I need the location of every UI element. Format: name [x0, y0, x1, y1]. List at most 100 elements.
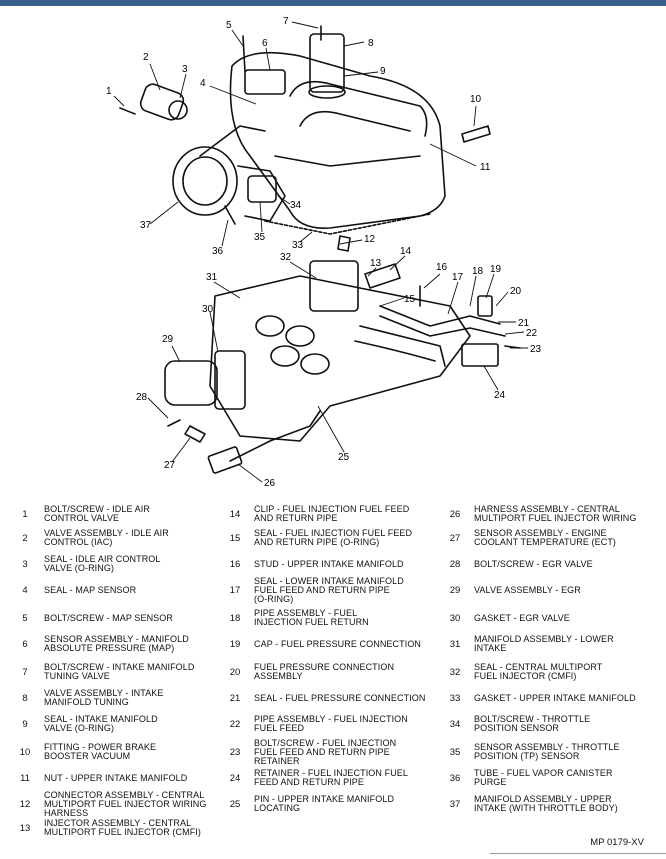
callout-25: 25: [338, 452, 350, 463]
legend-entry: 28 BOLT/SCREW - EGR VALVE: [444, 550, 654, 578]
legend-num: 35: [449, 746, 461, 758]
legend-num: 1: [22, 508, 28, 520]
callout-9: 9: [380, 66, 386, 77]
legend-text: SEAL - IDLE AIR CONTROL VALVE (O-RING): [44, 554, 161, 573]
callout-5: 5: [226, 20, 232, 31]
legend-num: 25: [229, 798, 241, 810]
legend-entry: 27 SENSOR ASSEMBLY - ENGINE COOLANT TEMPE…: [444, 524, 654, 552]
brake-fitting: [461, 125, 491, 143]
map-sensor: [244, 69, 286, 95]
lower-intake-manifold: [209, 275, 471, 442]
callout-21: 21: [518, 318, 530, 329]
callout-13: 13: [370, 258, 382, 269]
legend-text: BOLT/SCREW - MAP SENSOR: [44, 612, 173, 623]
legend-text: BOLT/SCREW - EGR VALVE: [474, 558, 593, 569]
bottom-divider: [490, 853, 666, 854]
legend-entry: 5 BOLT/SCREW - MAP SENSOR: [14, 604, 224, 632]
legend-text: STUD - UPPER INTAKE MANIFOLD: [254, 558, 404, 569]
legend-num: 21: [229, 692, 241, 704]
legend-num: 11: [20, 772, 30, 784]
legend-num: 5: [22, 612, 28, 624]
callout-12: 12: [364, 234, 376, 245]
legend-num: 10: [19, 746, 31, 758]
callout-23: 23: [530, 344, 542, 355]
legend-num: 12: [19, 798, 31, 810]
legend-text: SEAL - MAP SENSOR: [44, 584, 137, 595]
legend-text: FITTING - POWER BRAKE BOOSTER VACUUM: [44, 742, 157, 761]
legend-num: 27: [449, 532, 461, 544]
legend-text: FUEL PRESSURE CONNECTION ASSEMBLY: [254, 662, 395, 681]
legend-num: 28: [449, 558, 461, 570]
legend-num: 4: [22, 584, 28, 596]
legend-text: SENSOR ASSEMBLY - ENGINE COOLANT TEMPERA…: [474, 528, 617, 547]
legend-text: BOLT/SCREW - THROTTLE POSITION SENSOR: [474, 714, 591, 733]
legend-text: VALVE ASSEMBLY - IDLE AIR CONTROL (IAC): [44, 528, 169, 547]
legend-text: SEAL - FUEL PRESSURE CONNECTION: [254, 692, 426, 703]
callout-28: 28: [136, 392, 148, 403]
legend-text: SENSOR ASSEMBLY - MANIFOLD ABSOLUTE PRES…: [44, 634, 189, 653]
legend-entry: 20 FUEL PRESSURE CONNECTION ASSEMBLY: [224, 658, 444, 686]
legend-num: 29: [449, 584, 461, 596]
legend-num: 23: [229, 746, 241, 758]
callout-30: 30: [202, 304, 214, 315]
callout-6: 6: [262, 38, 268, 49]
legend-text: PIN - UPPER INTAKE MANIFOLD LOCATING: [254, 794, 395, 813]
callout-10: 10: [470, 94, 482, 105]
callout-37: 37: [140, 220, 152, 231]
callout-35: 35: [254, 232, 266, 243]
callout-16: 16: [436, 262, 448, 273]
legend-entry: 21 SEAL - FUEL PRESSURE CONNECTION: [224, 684, 444, 712]
throttle-body: [172, 146, 238, 216]
callout-7: 7: [283, 16, 289, 27]
legend-text: MANIFOLD ASSEMBLY - LOWER INTAKE: [474, 634, 614, 653]
legend-num: 20: [229, 666, 241, 678]
callout-22: 22: [526, 328, 538, 339]
legend-num: 17: [229, 584, 241, 596]
figure-code: MP 0179-XV: [590, 837, 644, 848]
legend-entry: 23 BOLT/SCREW - FUEL INJECTION FUEL FEED …: [224, 738, 444, 766]
legend-num: 16: [229, 558, 241, 570]
tp-sensor: [247, 175, 277, 203]
legend-text: MANIFOLD ASSEMBLY - UPPER INTAKE (WITH T…: [474, 794, 618, 813]
fuel-pipes: [379, 305, 501, 327]
legend-entry: 35 SENSOR ASSEMBLY - THROTTLE POSITION (T…: [444, 738, 654, 766]
callout-24: 24: [494, 390, 506, 401]
legend-entry: 24 RETAINER - FUEL INJECTION FUEL FEED AN…: [224, 764, 444, 792]
legend-text: BOLT/SCREW - FUEL INJECTION FUEL FEED AN…: [254, 737, 397, 766]
legend-text: GASKET - UPPER INTAKE MANIFOLD: [474, 692, 636, 703]
legend-entry: 16 STUD - UPPER INTAKE MANIFOLD: [224, 550, 444, 578]
legend-text: CLIP - FUEL INJECTION FUEL FEED AND RETU…: [254, 504, 410, 523]
legend-text: BOLT/SCREW - INTAKE MANIFOLD TUNING VALV…: [44, 662, 195, 681]
legend-text: RETAINER - FUEL INJECTION FUEL FEED AND …: [254, 768, 409, 787]
legend-num: 31: [449, 638, 461, 650]
legend-text: CAP - FUEL PRESSURE CONNECTION: [254, 638, 422, 649]
callout-18: 18: [472, 266, 484, 277]
callout-11: 11: [480, 162, 491, 173]
callout-14: 14: [400, 246, 412, 257]
legend-entry: 4 SEAL - MAP SENSOR: [14, 576, 224, 604]
legend-num: 3: [22, 558, 28, 570]
legend-text: VALVE ASSEMBLY - EGR: [474, 584, 581, 595]
legend-num: 24: [229, 772, 241, 784]
legend-text: SEAL - CENTRAL MULTIPORT FUEL INJECTOR (…: [474, 662, 603, 681]
callout-19: 19: [490, 264, 502, 275]
legend-text: PIPE ASSEMBLY - FUEL INJECTION FUEL RETU…: [254, 608, 369, 627]
callout-4: 4: [200, 78, 206, 89]
legend-num: 30: [449, 612, 461, 624]
legend-text: SENSOR ASSEMBLY - THROTTLE POSITION (TP)…: [474, 742, 620, 761]
legend-text: TUBE - FUEL VAPOR CANISTER PURGE: [474, 768, 613, 787]
